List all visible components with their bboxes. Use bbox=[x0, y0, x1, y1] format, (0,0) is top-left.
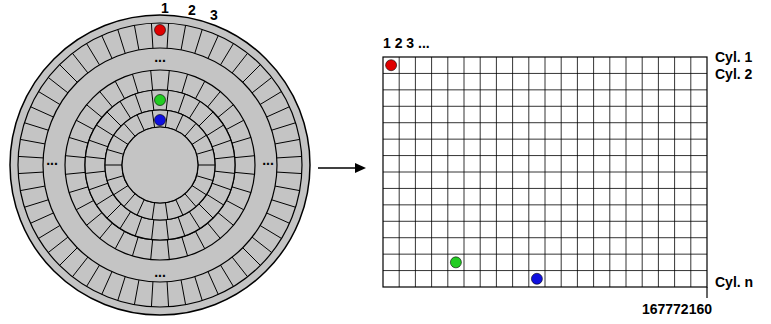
ellipsis: ... bbox=[262, 153, 274, 167]
sector-number: 2 bbox=[188, 3, 196, 17]
outer-track bbox=[18, 23, 302, 307]
cylinder-label: Cyl. 1 bbox=[715, 50, 752, 64]
block-dot bbox=[450, 257, 461, 268]
sector-dot bbox=[155, 95, 166, 106]
ellipsis: ... bbox=[46, 153, 58, 167]
block-grid bbox=[383, 57, 707, 287]
block-numbers: 1 2 3 ... bbox=[383, 36, 430, 50]
sector-dot bbox=[155, 115, 166, 126]
inner-track bbox=[85, 90, 235, 240]
block-dot bbox=[386, 60, 397, 71]
sector-number: 3 bbox=[210, 8, 218, 22]
cylinder-label: Cyl. n bbox=[715, 275, 753, 289]
ellipsis: ... bbox=[154, 265, 166, 279]
block-count: 167772160 bbox=[642, 302, 712, 316]
block-dot bbox=[531, 273, 542, 284]
inner-track bbox=[105, 110, 215, 220]
mapping-arrowhead bbox=[355, 163, 366, 173]
ellipsis: ... bbox=[154, 50, 166, 64]
disk-hub bbox=[122, 127, 198, 203]
disk-platter bbox=[10, 15, 310, 315]
sector-dot bbox=[155, 25, 166, 36]
sector-number: 1 bbox=[161, 1, 169, 15]
mapping-arrow bbox=[318, 167, 358, 169]
inner-track bbox=[65, 70, 255, 260]
cylinder-label: Cyl. 2 bbox=[715, 67, 752, 81]
tick-line bbox=[706, 287, 707, 298]
